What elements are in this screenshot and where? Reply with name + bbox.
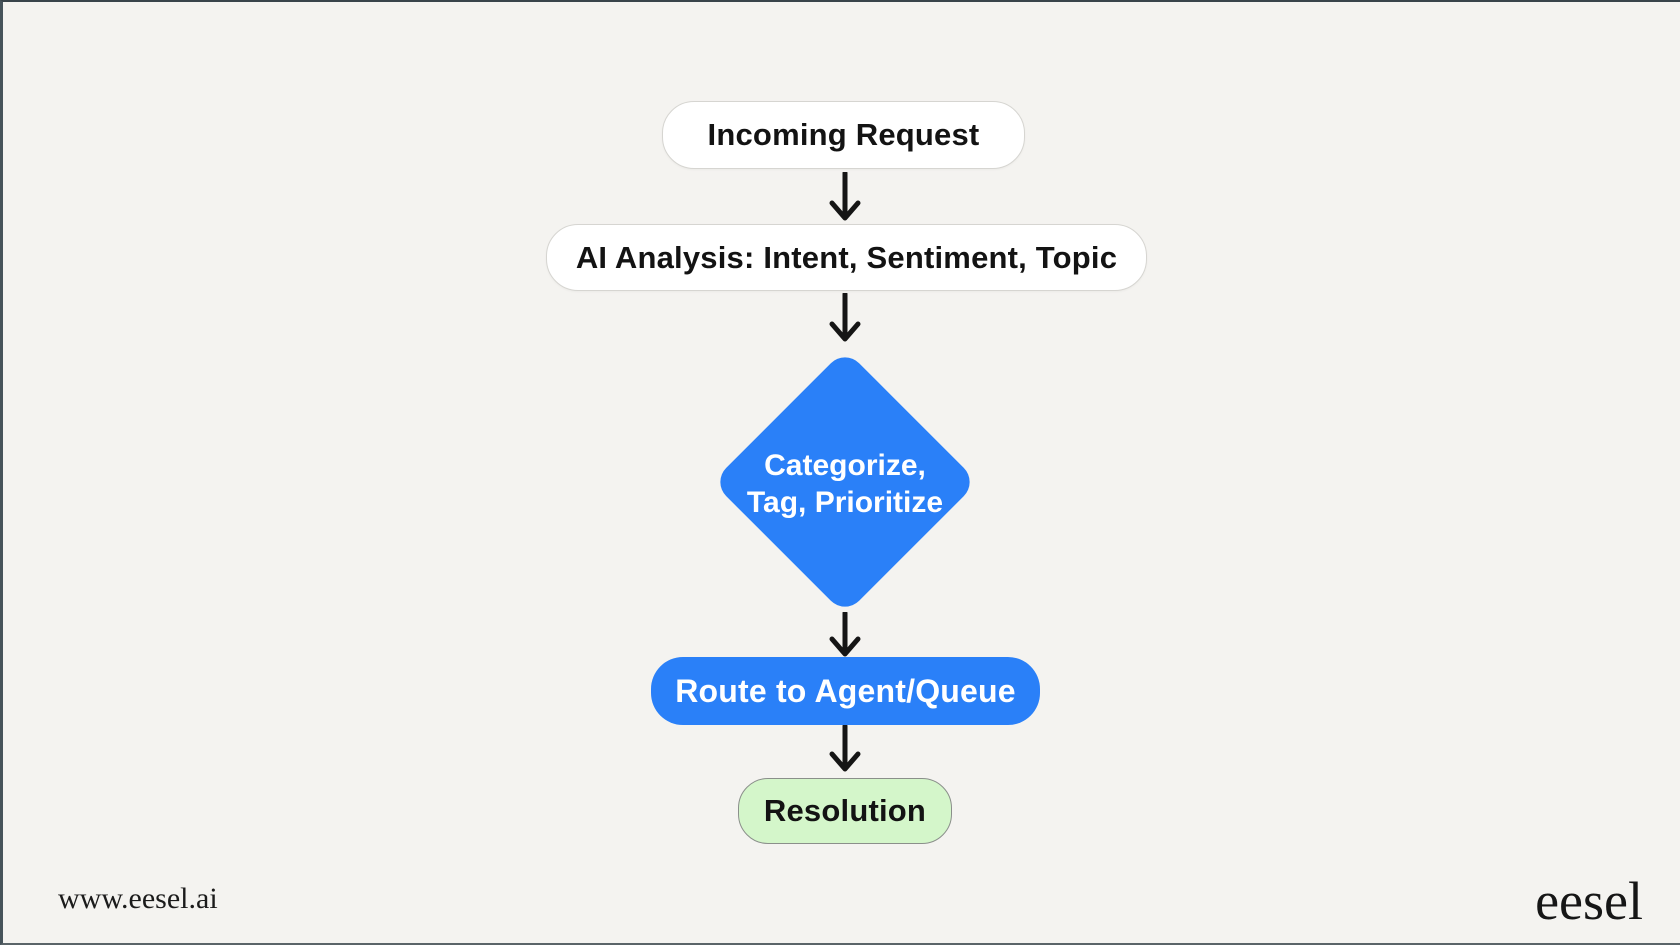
flow-node-resolution: Resolution <box>738 778 952 844</box>
flow-node-label: Incoming Request <box>707 117 980 152</box>
flow-arrow-down-icon <box>829 293 861 342</box>
eesel-logo: eesel <box>1535 871 1643 931</box>
footer-website-url: www.eesel.ai <box>58 882 218 915</box>
flow-node-label: Route to Agent/Queue <box>675 672 1016 709</box>
flow-node-label: Resolution <box>763 793 927 828</box>
flow-node-ai-analysis: AI Analysis: Intent, Sentiment, Topic <box>546 224 1147 291</box>
flow-node-incoming-request: Incoming Request <box>662 101 1025 169</box>
flow-arrow-down-icon <box>829 172 861 221</box>
flow-node-label: AI Analysis: Intent, Sentiment, Topic <box>575 239 1118 275</box>
flow-node-route-to-agent-queue: Route to Agent/Queue <box>651 657 1040 725</box>
flow-node-label: Categorize, Tag, Prioritize <box>746 449 944 519</box>
flow-arrow-down-icon <box>829 612 861 657</box>
flow-arrow-down-icon <box>829 725 861 772</box>
